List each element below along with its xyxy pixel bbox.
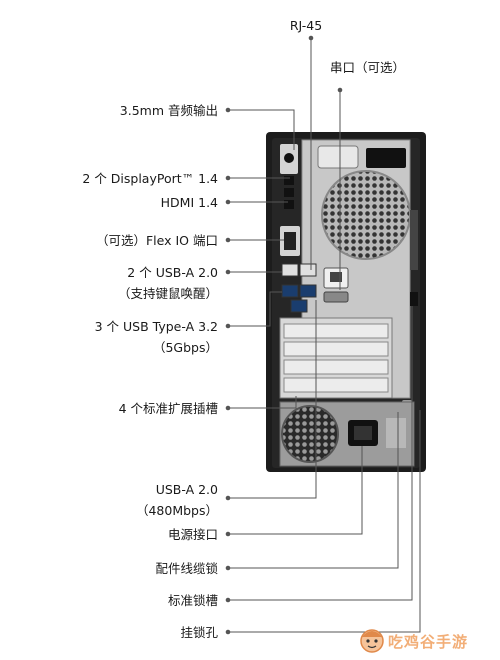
label-cable-lock: 配件线缆锁: [155, 561, 218, 576]
usb-a-3-port-1: [281, 284, 299, 298]
label-padlock-loop: 挂锁孔: [180, 625, 218, 640]
audio-jack: [284, 153, 294, 163]
callout-labels: RJ-45 串口（可选） 3.5mm 音频输出 2 个 DisplayPort™…: [82, 18, 405, 640]
psu-fan-grille: [281, 405, 339, 463]
serial-port: [323, 291, 349, 303]
watermark: 吃鸡谷手游: [358, 626, 496, 654]
usb-a-3-port-2: [299, 284, 317, 298]
displayport-2: [284, 188, 294, 197]
expansion-slots: [279, 317, 393, 399]
displayport-1: [284, 176, 294, 185]
side-rail: [410, 210, 418, 270]
usb-a-2-port-2: [299, 263, 317, 277]
rear-fan-grille: [321, 170, 411, 260]
label-usb32-1: 3 个 USB Type-A 3.2: [95, 319, 218, 334]
label-power-connector: 电源接口: [168, 527, 218, 542]
label-flex-io: （可选）Flex IO 端口: [96, 233, 218, 248]
leader-dots: [225, 35, 343, 635]
label-serial-port: 串口（可选）: [330, 60, 405, 75]
serial-port-slot: [317, 145, 406, 169]
watermark-mascot-icon: [360, 629, 384, 653]
hdmi-port: [284, 200, 294, 209]
label-usb20-480-1: USB-A 2.0: [156, 482, 218, 497]
label-expansion-slots: 4 个标准扩展插槽: [119, 401, 218, 416]
label-rj45: RJ-45: [290, 18, 322, 33]
psu-section: [279, 401, 415, 467]
usb-a-3-port-3: [290, 299, 308, 313]
label-displayport: 2 个 DisplayPort™ 1.4: [82, 171, 218, 186]
label-lock-slot: 标准锁槽: [168, 593, 218, 608]
left-io-column: [280, 144, 317, 313]
label-hdmi: HDMI 1.4: [161, 195, 218, 210]
label-audio-out: 3.5mm 音频输出: [120, 103, 218, 118]
lock-slot: [410, 292, 418, 306]
leader-lines: [228, 38, 421, 633]
usb-a-2-port-1: [281, 263, 299, 277]
center-io: [323, 267, 349, 303]
label-usb20-480-2: （480Mbps）: [136, 503, 218, 518]
label-usb20-wake-1: 2 个 USB-A 2.0: [127, 265, 218, 280]
label-usb20-wake-2: （支持键鼠唤醒）: [118, 286, 218, 301]
watermark-text: 吃鸡谷手游: [388, 633, 469, 651]
label-usb32-2: （5Gbps）: [153, 340, 218, 355]
